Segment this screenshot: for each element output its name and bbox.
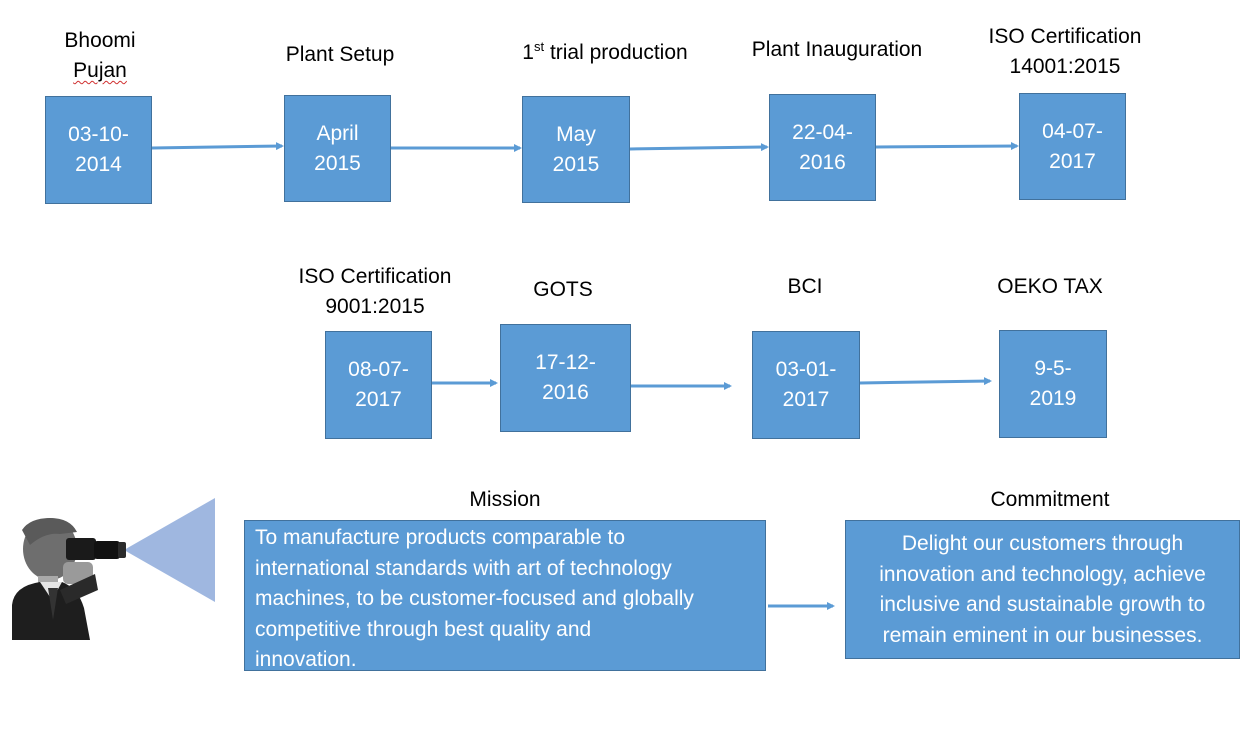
label-gots: GOTS bbox=[513, 275, 613, 305]
date-box-bhoomi-pujan: 03-10- 2014 bbox=[45, 96, 152, 204]
label-bci: BCI bbox=[755, 272, 855, 302]
date-line: 08-07- bbox=[348, 358, 409, 381]
date-line: 2016 bbox=[542, 381, 589, 404]
person-with-binoculars-icon bbox=[12, 518, 126, 640]
arrow-bhoomi-to-setup bbox=[151, 142, 284, 151]
commitment-box: Delight our customers through innovation… bbox=[845, 520, 1240, 659]
label-line: GOTS bbox=[533, 278, 593, 301]
label-iso-9001: ISO Certification 9001:2015 bbox=[270, 262, 480, 322]
label-line: Bhoomi bbox=[64, 29, 136, 52]
date-line: 2016 bbox=[799, 150, 846, 174]
timeline-arrows bbox=[151, 142, 1019, 610]
label-line: Plant Setup bbox=[285, 43, 395, 66]
label-line: BCI bbox=[787, 275, 823, 298]
label-bhoomi-pujan: Bhoomi Pujan bbox=[50, 26, 150, 86]
commitment-line: inclusive and sustainable growth to bbox=[879, 593, 1206, 616]
commitment-line: Delight our customers through bbox=[901, 532, 1184, 555]
date-box-trial-production: May 2015 bbox=[522, 96, 630, 203]
date-line: 2014 bbox=[75, 153, 122, 176]
label-oeko-tax: OEKO TAX bbox=[975, 272, 1125, 302]
label-first-trial-production: 1st trial production bbox=[490, 38, 720, 68]
date-box-plant-setup: April 2015 bbox=[284, 95, 391, 202]
label-suffix: trial production bbox=[544, 41, 688, 64]
label-plant-inauguration: Plant Inauguration bbox=[727, 35, 947, 65]
label-superscript: st bbox=[533, 39, 545, 54]
label-line: ISO Certification bbox=[988, 25, 1142, 48]
label-line: Pujan bbox=[50, 56, 150, 86]
mission-line: To manufacture products comparable to bbox=[255, 526, 626, 549]
mission-title: Mission bbox=[469, 488, 541, 511]
date-line: May bbox=[556, 122, 596, 146]
mission-box: To manufacture products comparable to in… bbox=[244, 520, 766, 671]
label-plant-setup: Plant Setup bbox=[250, 40, 430, 70]
date-box-iso-14001: 04-07- 2017 bbox=[1019, 93, 1126, 200]
date-line: 04-07- bbox=[1042, 119, 1103, 143]
date-box-oeko-tax: 9-5- 2019 bbox=[999, 330, 1107, 438]
label-line-text: Pujan bbox=[73, 59, 127, 82]
label-line: Plant Inauguration bbox=[751, 38, 923, 61]
date-line: 03-01- bbox=[775, 358, 837, 381]
arrow-trial-to-inauguration bbox=[629, 143, 769, 152]
date-line: 2017 bbox=[355, 388, 402, 411]
mission-line: international standards with art of tech… bbox=[255, 556, 672, 580]
commitment-title: Commitment bbox=[990, 488, 1110, 511]
date-line: 03-10- bbox=[68, 123, 129, 146]
date-line: 9-5- bbox=[1034, 357, 1072, 380]
label-line: OEKO TAX bbox=[997, 275, 1103, 298]
date-line: 2017 bbox=[1049, 149, 1096, 173]
arrow-bci-to-oeko bbox=[859, 377, 992, 386]
label-line: 9001:2015 bbox=[325, 295, 425, 318]
label-prefix: 1 bbox=[522, 41, 534, 64]
mission-line: machines, to be customer-focused and glo… bbox=[255, 587, 694, 610]
label-iso-14001: ISO Certification 14001:2015 bbox=[960, 22, 1170, 82]
date-line: 22-04- bbox=[792, 120, 853, 144]
date-line: 2017 bbox=[782, 388, 830, 411]
commitment-line: innovation and technology, achieve bbox=[879, 562, 1206, 586]
label-line: 14001:2015 bbox=[1009, 55, 1121, 78]
date-line: 2015 bbox=[314, 151, 361, 175]
mission-line: competitive through best quality and bbox=[255, 617, 592, 641]
date-line: April bbox=[316, 121, 359, 145]
date-line: 2015 bbox=[552, 152, 600, 176]
date-line: 17-12- bbox=[535, 351, 596, 374]
mission-line: innovation. bbox=[255, 648, 357, 671]
date-box-gots: 17-12- 2016 bbox=[500, 324, 631, 432]
date-box-plant-inauguration: 22-04- 2016 bbox=[769, 94, 876, 201]
commitment-line: remain eminent in our businesses. bbox=[882, 623, 1203, 647]
date-line: 2019 bbox=[1029, 387, 1077, 410]
label-line: ISO Certification bbox=[298, 265, 452, 288]
arrow-inauguration-to-iso14001 bbox=[875, 142, 1019, 151]
date-box-bci: 03-01- 2017 bbox=[752, 331, 860, 439]
date-box-iso-9001: 08-07- 2017 bbox=[325, 331, 432, 439]
vision-beam-icon bbox=[124, 498, 215, 602]
